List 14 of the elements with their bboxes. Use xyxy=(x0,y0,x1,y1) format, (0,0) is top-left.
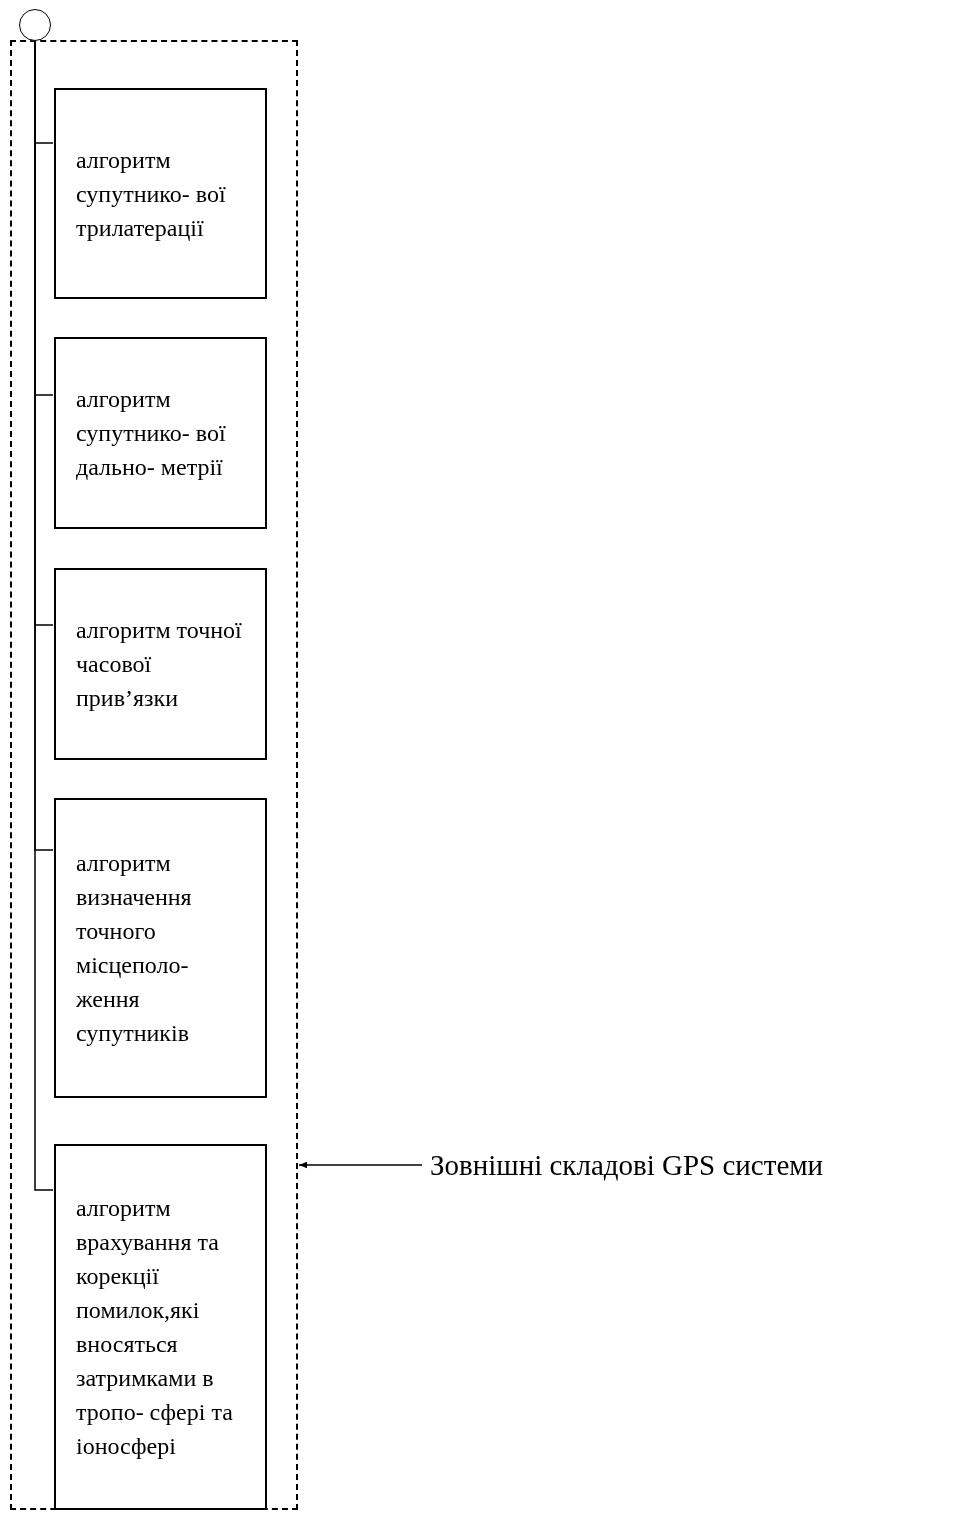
process-box xyxy=(54,1144,267,1510)
dashed-frame xyxy=(10,40,298,1510)
process-box xyxy=(54,568,267,760)
root-circle xyxy=(19,9,51,41)
box-text: алгоритм визначення точного місцеполо- ження супутників xyxy=(76,849,193,1048)
process-box xyxy=(54,88,267,299)
box-text: алгоритм врахування та корекції помилок,які вносяться затримками в тропо- сфері та іоносфері xyxy=(76,1194,234,1461)
box-text: алгоритм супутнико- вої трилатерації xyxy=(76,145,227,243)
box-text: алгоритм супутнико- вої дально- метрії xyxy=(76,385,227,482)
caption-text: Зовнішні складові GPS системи xyxy=(430,1140,960,1190)
arrow xyxy=(298,1161,423,1169)
box-text: алгоритм точної часової прив’язки xyxy=(76,616,243,713)
process-box xyxy=(54,798,267,1098)
process-box xyxy=(54,337,267,529)
